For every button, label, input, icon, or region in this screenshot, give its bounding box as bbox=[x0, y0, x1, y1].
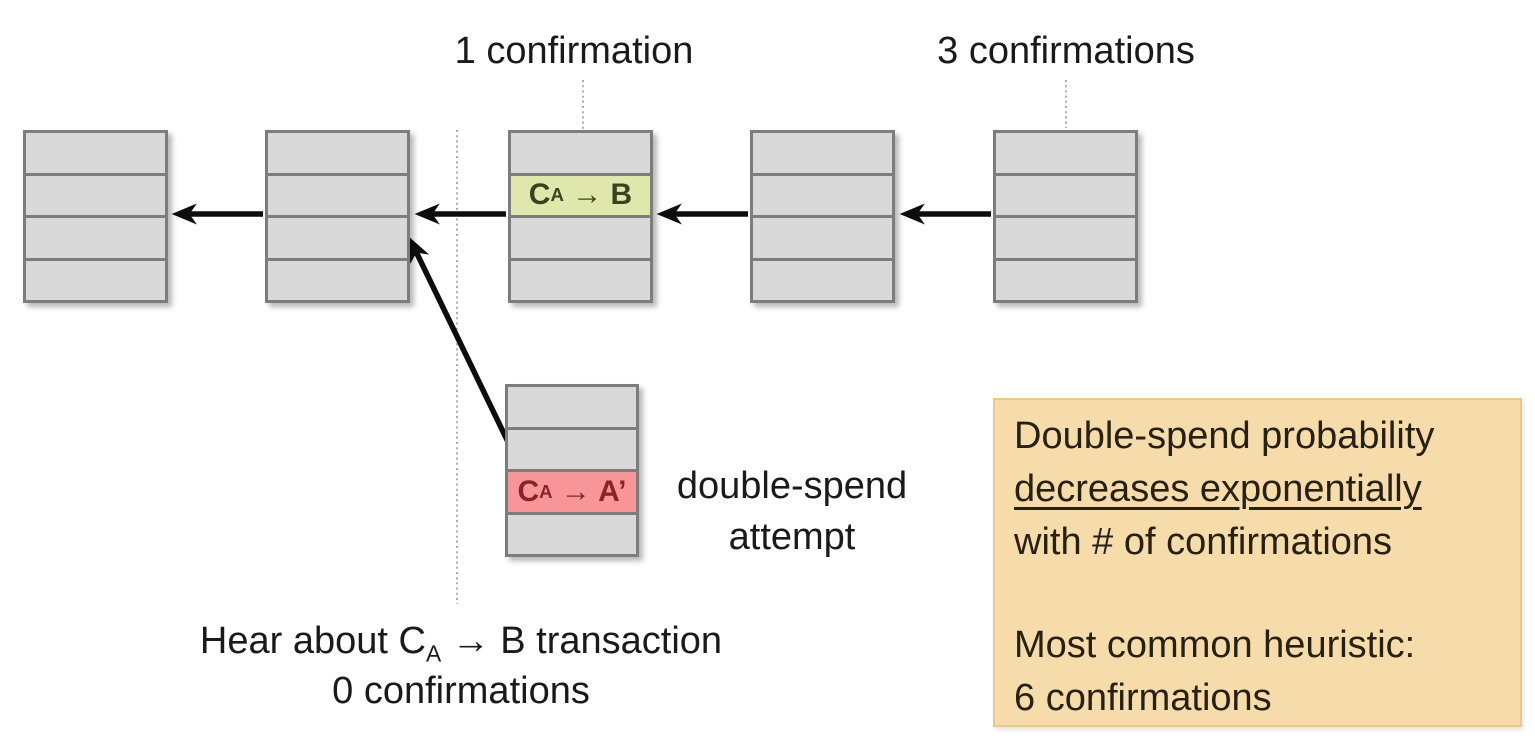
block-row bbox=[753, 175, 892, 215]
block-row bbox=[26, 133, 165, 173]
hear-about-line2: 0 confirmations bbox=[332, 670, 590, 712]
note-line-5: 6 confirmations bbox=[1014, 677, 1272, 719]
block-row bbox=[996, 175, 1135, 215]
block-row bbox=[26, 218, 165, 258]
hear-about-line1-rest: → B transaction bbox=[441, 620, 723, 662]
block-row bbox=[26, 175, 165, 215]
note-line-1: Double-spend probability bbox=[1014, 415, 1435, 457]
hear-about-line1: Hear about CA → B transaction bbox=[200, 616, 722, 666]
block-row bbox=[268, 260, 407, 300]
block-2 bbox=[265, 130, 410, 303]
label-3-confirmations: 3 confirmations bbox=[937, 30, 1195, 72]
tx-arrow-and-payee: → B bbox=[563, 178, 633, 212]
note-line-3: with # of confirmations bbox=[1014, 521, 1393, 563]
block-row bbox=[511, 260, 650, 300]
block-row bbox=[511, 218, 650, 258]
double-spend-arrow bbox=[408, 236, 513, 448]
block-row bbox=[753, 133, 892, 173]
tx-arrow-and-payee: → A’ bbox=[552, 474, 627, 508]
note-box-spacer bbox=[1014, 569, 1510, 619]
double-spend-attempt-line1: double-spend bbox=[676, 465, 908, 507]
block-row bbox=[753, 218, 892, 258]
block-row bbox=[268, 133, 407, 173]
block-4 bbox=[750, 130, 895, 303]
label-1-confirmation: 1 confirmation bbox=[454, 30, 694, 72]
block-row bbox=[508, 387, 636, 427]
note-line-4: Most common heuristic: bbox=[1014, 624, 1416, 666]
block-row bbox=[508, 514, 636, 554]
double-spend-attempt-line2: attempt bbox=[728, 516, 856, 558]
block-row bbox=[268, 218, 407, 258]
block-row bbox=[508, 429, 636, 469]
tx-payer: C bbox=[517, 474, 540, 508]
hear-about-line1-base: Hear about C bbox=[199, 620, 426, 662]
block-row bbox=[26, 260, 165, 300]
block-1 bbox=[23, 130, 168, 303]
block-row bbox=[753, 260, 892, 300]
block-row bbox=[996, 133, 1135, 173]
note-box: Double-spend probability decreases expon… bbox=[993, 398, 1522, 727]
hear-about-subscript: A bbox=[425, 640, 442, 667]
block-row bbox=[511, 133, 650, 173]
note-line-2-underlined: decreases exponentially bbox=[1014, 468, 1422, 510]
tx-payer: C bbox=[528, 178, 551, 212]
block-row bbox=[268, 175, 407, 215]
label-double-spend-attempt: double-spend attempt bbox=[677, 461, 907, 563]
block-row bbox=[996, 218, 1135, 258]
label-hear-about-transaction: Hear about CA → B transaction 0 confirma… bbox=[200, 616, 722, 716]
block-5 bbox=[993, 130, 1138, 303]
block-row bbox=[996, 260, 1135, 300]
